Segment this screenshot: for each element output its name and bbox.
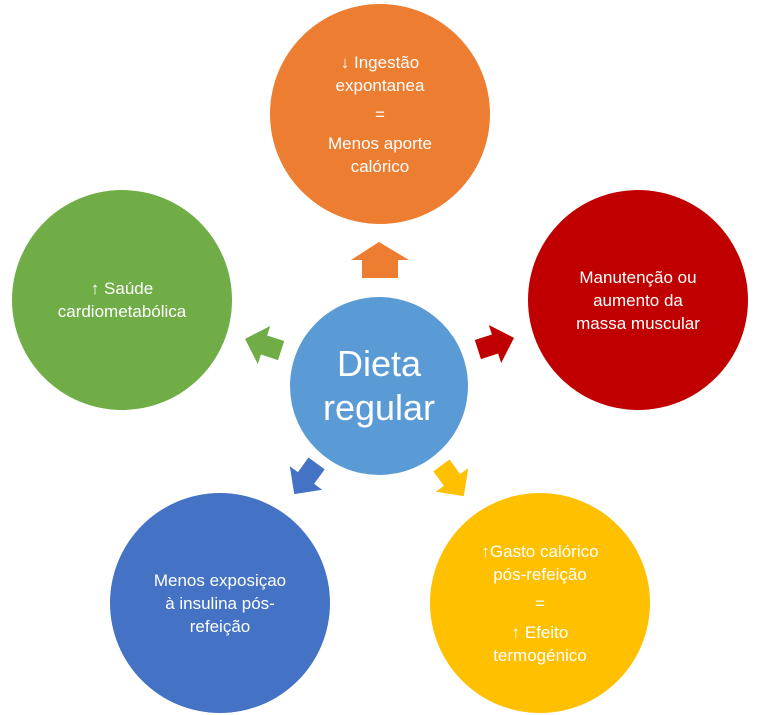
center-line-2: regular xyxy=(322,387,436,428)
node-gasto-calorico-label: ↑Gasto calórico pós-refeição = ↑ Efeito … xyxy=(463,540,616,667)
equals-sign: = xyxy=(535,593,545,613)
text-line: Menos aporte xyxy=(328,133,432,153)
text-line: cardiometabólica xyxy=(57,302,187,321)
arrow-down-right-icon xyxy=(433,459,469,497)
node-insulina-label: Menos exposiçao à insulina pós- refeição xyxy=(136,569,304,638)
text-line: ↑ Saúde xyxy=(90,279,154,298)
node-massa-muscular: Manutenção ou aumento da massa muscular xyxy=(528,190,748,410)
text-line: Menos exposiçao xyxy=(153,570,287,590)
arrow-right-icon xyxy=(474,324,515,364)
text-line: calórico xyxy=(350,156,410,176)
arrow-left-icon xyxy=(244,325,285,365)
text-line: expontanea xyxy=(335,75,425,95)
text-line: massa muscular xyxy=(576,313,700,333)
text-line: termogénico xyxy=(493,645,587,665)
node-gasto-calorico: ↑Gasto calórico pós-refeição = ↑ Efeito … xyxy=(430,493,650,713)
text-line: aumento da xyxy=(593,290,683,310)
text-line: ↓ Ingestão xyxy=(340,52,420,72)
text-line: ↑Gasto calórico xyxy=(481,541,599,561)
node-insulina: Menos exposiçao à insulina pós- refeição xyxy=(110,493,330,713)
center-node-dieta-regular: Dieta regular xyxy=(290,297,468,475)
arrow-down-left-icon xyxy=(289,457,325,495)
center-label: Dieta regular xyxy=(323,342,435,430)
node-saude-cardiometabolica-label: ↑ Saúde cardiometabólica xyxy=(40,277,205,323)
node-ingestao-label: ↓ Ingestão expontanea = Menos aporte cal… xyxy=(310,51,450,178)
node-ingestao: ↓ Ingestão expontanea = Menos aporte cal… xyxy=(270,4,490,224)
text-line: refeição xyxy=(189,616,251,636)
node-massa-muscular-label: Manutenção ou aumento da massa muscular xyxy=(558,266,718,335)
text-line: à insulina pós- xyxy=(165,593,275,613)
equals-sign: = xyxy=(375,104,385,124)
text-line: Manutenção ou xyxy=(579,267,697,287)
arrow-up-icon xyxy=(351,242,409,278)
text-line: pós-refeição xyxy=(493,564,587,584)
center-line-1: Dieta xyxy=(336,343,422,384)
text-line: ↑ Efeito xyxy=(511,622,569,642)
node-saude-cardiometabolica: ↑ Saúde cardiometabólica xyxy=(12,190,232,410)
